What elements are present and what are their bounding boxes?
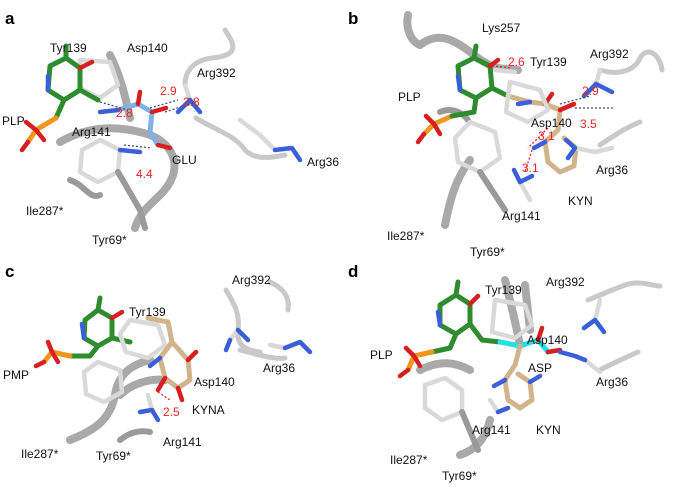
plp-ligand	[48, 46, 98, 118]
plp-nitrogen	[438, 312, 440, 325]
residue-label: Asp140	[194, 375, 235, 389]
distance-label: 4.4	[136, 167, 153, 181]
residue-label: Arg141	[502, 209, 541, 223]
residue-label: Arg36	[596, 375, 628, 389]
residue-label: Tyr69*	[442, 469, 477, 483]
ligand-label: PLP	[370, 348, 393, 362]
tyr69-sidechain	[80, 140, 120, 182]
lys257-sidechain	[495, 70, 515, 72]
distance-label: 2.5	[163, 405, 180, 419]
backbone-ribbon	[588, 283, 660, 300]
backbone-ribbon	[600, 122, 640, 145]
distance-label: 2.6	[508, 55, 525, 69]
panel-letter: c	[5, 262, 14, 281]
ligand-label: PLP	[2, 114, 25, 128]
ligand-label: KYNA	[192, 403, 225, 417]
panel-letter: b	[348, 9, 358, 28]
arg36-sidechain	[585, 360, 600, 372]
ligand-label: GLU	[172, 153, 197, 167]
arg36-guanidinium	[560, 352, 585, 360]
plp-nitrogen	[458, 76, 460, 90]
distance-label: 2.8	[116, 106, 133, 120]
backbone-ribbon	[445, 160, 470, 225]
residue-label: Tyr139	[485, 283, 522, 297]
residue-label: Arg36	[307, 155, 339, 169]
arg36-sidechain	[270, 345, 285, 348]
residue-label: Tyr69*	[96, 449, 131, 463]
residue-label: Arg392	[590, 47, 629, 61]
backbone-ribbon	[120, 431, 150, 440]
panel-letter: a	[5, 9, 15, 28]
panel-b: b Lys257 Tyr139 Arg392 PLP Asp140 Arg36 …	[348, 9, 662, 259]
backbone-ribbon	[240, 350, 285, 358]
residue-label: Ile287*	[21, 447, 59, 461]
residue-label: Asp140	[127, 41, 168, 55]
panel-c: c Arg392 Tyr139 PMP Asp140 Arg36 KYNA Il…	[3, 262, 310, 463]
pmp-nitrogen	[82, 324, 84, 338]
arg141-sidechain	[148, 395, 152, 410]
distance-label: 3.1	[522, 161, 539, 175]
arg141-nitrogen	[120, 150, 140, 152]
residue-label: Ile287*	[26, 204, 64, 218]
backbone-ribbon	[407, 15, 420, 45]
arg392-guanidinium	[584, 320, 604, 332]
residue-label: Arg36	[263, 361, 295, 375]
tyr69-sidechain	[425, 378, 462, 420]
residue-label: Lys257	[482, 21, 521, 35]
ligand-label: PMP	[3, 368, 29, 382]
arg141-guanidinium	[140, 410, 158, 420]
residue-label: Arg392	[546, 275, 585, 289]
residue-label: Arg392	[197, 66, 236, 80]
distance-label: 2.8	[183, 95, 200, 109]
residue-label: Ile287*	[390, 453, 428, 467]
backbone-ribbon	[600, 352, 638, 370]
asp140-oxygen	[188, 352, 196, 360]
residue-label: Arg141	[72, 125, 111, 139]
plp-oxygen	[470, 296, 478, 304]
residue-label: Tyr69*	[470, 245, 505, 259]
residue-label: Arg36	[596, 163, 628, 177]
arg36-sidechain	[240, 120, 275, 150]
kyn-ligand	[505, 346, 532, 408]
backbone-ribbon	[270, 282, 288, 310]
residue-label: Tyr139	[530, 55, 567, 69]
residue-label: Ile287*	[387, 229, 425, 243]
plp-linker	[432, 348, 450, 352]
residue-label: Arg392	[232, 273, 271, 287]
arg36-sidechain	[575, 148, 612, 152]
backbone-ribbon	[420, 38, 518, 70]
kyn-nitrogen	[494, 376, 540, 386]
residue-label: Arg141	[163, 435, 202, 449]
tyr69-sidechain	[455, 122, 500, 172]
residue-label: Tyr139	[129, 305, 166, 319]
residue-label: Tyr69*	[92, 233, 127, 247]
arg36-guanidinium	[285, 342, 310, 352]
arg392-sidechain	[595, 300, 600, 320]
panel-d: d Tyr139 Arg392 Asp140 PLP ASP Arg36 Arg…	[348, 262, 660, 483]
ligand-label: KYN	[536, 423, 561, 437]
plp-ligand	[458, 46, 508, 112]
backbone-ribbon	[196, 118, 285, 157]
panel-a: a Tyr139 Asp140 Arg392 PLP Arg141 GLU Ar…	[2, 9, 339, 247]
residue-label: Asp140	[531, 116, 572, 130]
arg141-guanidinium	[498, 408, 508, 412]
residue-label: Arg141	[472, 423, 511, 437]
panel-letter: d	[348, 262, 358, 281]
distance-label: 3.1	[538, 129, 555, 143]
arg141-sidechain	[520, 182, 530, 200]
residue-label: Asp140	[527, 333, 568, 347]
ligand-label: KYN	[568, 194, 593, 208]
hbond	[158, 392, 170, 400]
tyr69-backbone	[480, 172, 505, 210]
distance-label: 3.5	[580, 117, 597, 131]
ligand-label: ASP	[528, 361, 552, 375]
distance-label: 2.9	[582, 84, 599, 98]
residue-label: Tyr139	[50, 41, 87, 55]
pmp-phosphate-oxygen	[36, 342, 58, 366]
pmp-oxygen	[112, 312, 122, 318]
ligand-label: PLP	[398, 90, 421, 104]
backbone-ribbon	[420, 363, 470, 370]
distance-label: 2.9	[160, 84, 177, 98]
